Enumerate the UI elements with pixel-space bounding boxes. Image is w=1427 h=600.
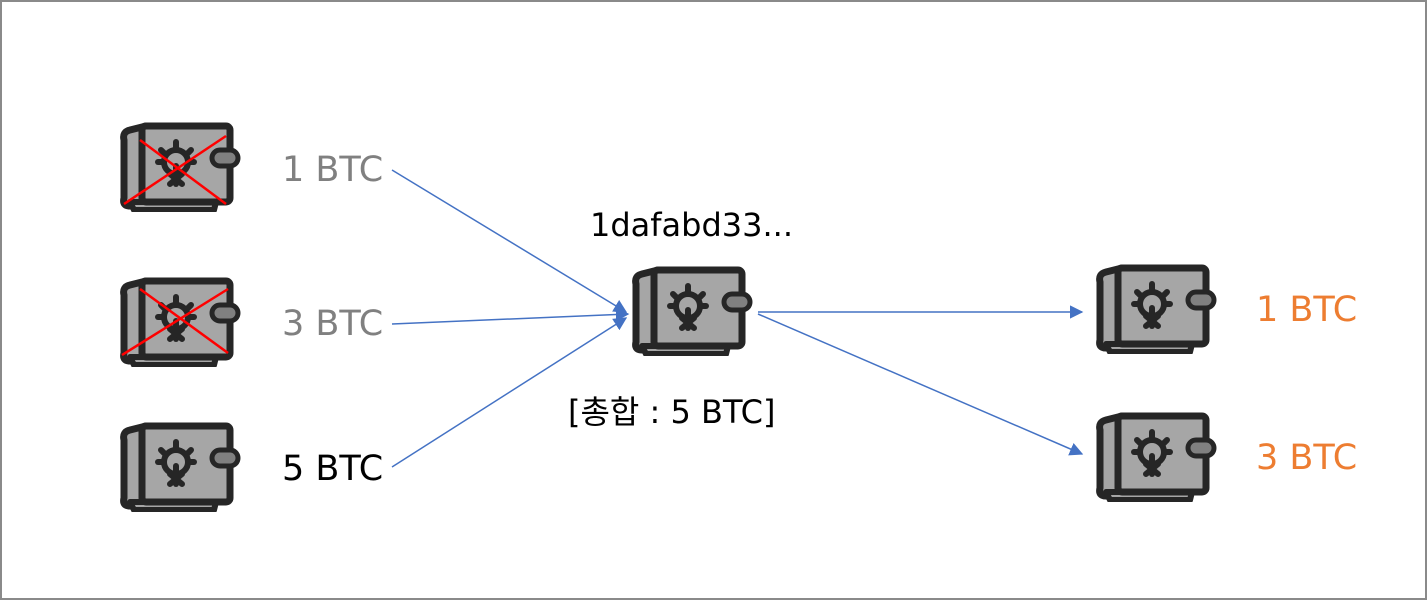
input-amount-2: 3 BTC: [282, 304, 384, 344]
arrow-input-2: [391, 307, 630, 325]
output-amount-1: 1 BTC: [1256, 290, 1358, 330]
input-amount-3: 5 BTC: [282, 449, 384, 489]
wallet-icon: [628, 266, 754, 356]
transaction-wallet: [628, 266, 754, 356]
transaction-total: [총합 : 5 BTC]: [568, 393, 776, 431]
input-wallet-2: [116, 277, 242, 367]
arrow-output-2: [757, 313, 1084, 456]
cross-mark-icon: [123, 134, 227, 206]
arrow-input-1: [391, 169, 628, 313]
cross-mark-icon: [121, 287, 229, 357]
output-amount-2: 3 BTC: [1256, 438, 1358, 478]
output-wallet-1: [1092, 264, 1218, 354]
output-wallet-2: [1092, 412, 1218, 502]
input-amount-1: 1 BTC: [282, 150, 384, 190]
wallet-icon: [116, 422, 242, 512]
transaction-id: 1dafabd33...: [590, 206, 794, 244]
input-wallet-3: [116, 422, 242, 512]
input-wallet-1: [116, 122, 242, 212]
wallet-icon: [1092, 264, 1218, 354]
wallet-icon: [1092, 412, 1218, 502]
arrow-input-3: [391, 317, 628, 468]
